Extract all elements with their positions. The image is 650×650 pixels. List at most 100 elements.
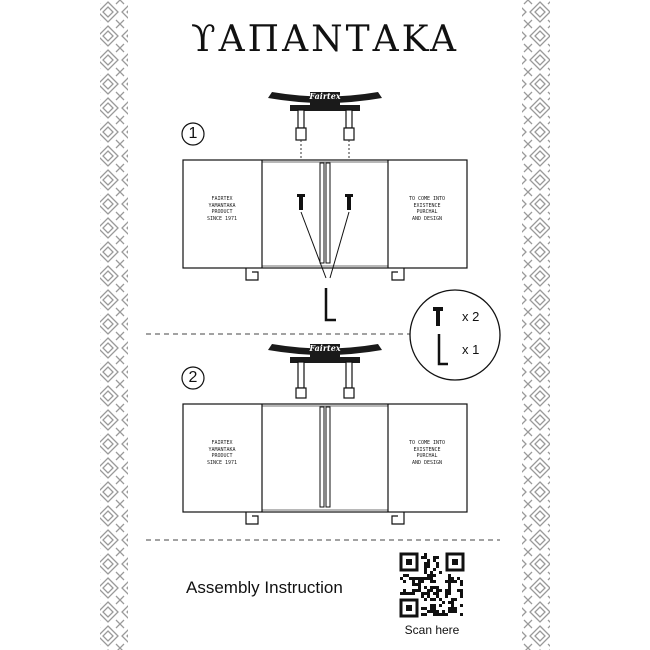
topper-logo: Fairtex bbox=[309, 343, 341, 353]
qr-module bbox=[430, 607, 433, 610]
qr-module bbox=[424, 565, 427, 568]
qr-module bbox=[454, 598, 457, 601]
screw-icon bbox=[433, 307, 443, 326]
qr-module bbox=[433, 607, 436, 610]
qr-module bbox=[448, 580, 451, 583]
qr-module bbox=[424, 562, 427, 565]
qr-module bbox=[412, 577, 415, 580]
qr-module bbox=[460, 595, 463, 598]
qr-module bbox=[424, 553, 427, 556]
qr-module bbox=[406, 574, 409, 577]
qr-module bbox=[421, 592, 424, 595]
qr-module bbox=[448, 610, 451, 613]
qr-module bbox=[451, 610, 454, 613]
screw-count: x 2 bbox=[462, 309, 480, 324]
qr-module bbox=[436, 592, 439, 595]
qr-module bbox=[427, 574, 430, 577]
qr-module bbox=[430, 604, 433, 607]
qr-module bbox=[427, 595, 430, 598]
qr-module bbox=[415, 589, 418, 592]
qr-module bbox=[442, 610, 445, 613]
qr-module bbox=[418, 589, 421, 592]
qr-module bbox=[442, 613, 445, 616]
step-2-number: 2 bbox=[188, 369, 198, 386]
qr-module bbox=[430, 610, 433, 613]
gate-topper bbox=[268, 92, 382, 141]
gate-topper bbox=[268, 344, 382, 399]
qr-module bbox=[451, 598, 454, 601]
cabinet bbox=[182, 159, 468, 269]
qr-module bbox=[430, 580, 433, 583]
qr-module bbox=[448, 577, 451, 580]
qr-module bbox=[448, 607, 451, 610]
step-2-number-circle bbox=[181, 366, 205, 390]
qr-module bbox=[460, 580, 463, 583]
qr-module bbox=[412, 583, 415, 586]
allen-key-icon bbox=[437, 334, 448, 366]
qr-module bbox=[436, 595, 439, 598]
qr-module bbox=[427, 592, 430, 595]
qr-module bbox=[424, 556, 427, 559]
qr-module bbox=[436, 562, 439, 565]
qr-module bbox=[421, 577, 424, 580]
qr-module bbox=[460, 592, 463, 595]
qr-module bbox=[427, 565, 430, 568]
qr-module bbox=[400, 577, 403, 580]
qr-module bbox=[433, 574, 436, 577]
qr-module bbox=[442, 601, 445, 604]
qr-module bbox=[460, 604, 463, 607]
qr-module bbox=[409, 592, 412, 595]
qr-module bbox=[406, 592, 409, 595]
qr-module bbox=[418, 586, 421, 589]
qr-caption: Scan here bbox=[404, 623, 460, 637]
qr-module bbox=[439, 589, 442, 592]
qr-module bbox=[424, 571, 427, 574]
qr-module bbox=[433, 613, 436, 616]
qr-module bbox=[433, 559, 436, 562]
qr-module bbox=[454, 580, 457, 583]
qr-module bbox=[436, 610, 439, 613]
qr-module bbox=[415, 583, 418, 586]
qr-module bbox=[415, 577, 418, 580]
qr-module bbox=[403, 592, 406, 595]
cabinet-feet bbox=[245, 268, 405, 281]
qr-module bbox=[421, 595, 424, 598]
parts-callout bbox=[409, 289, 501, 381]
qr-module bbox=[424, 577, 427, 580]
cabinet bbox=[182, 403, 468, 513]
qr-module bbox=[451, 577, 454, 580]
qr-module bbox=[445, 589, 448, 592]
qr-module bbox=[457, 589, 460, 592]
qr-module bbox=[418, 580, 421, 583]
qr-module bbox=[430, 586, 433, 589]
qr-module bbox=[445, 595, 448, 598]
qr-module bbox=[427, 610, 430, 613]
qr-module bbox=[460, 583, 463, 586]
qr-module bbox=[439, 604, 442, 607]
qr-module bbox=[439, 613, 442, 616]
qr-module bbox=[445, 580, 448, 583]
right-border-pattern bbox=[522, 0, 550, 650]
qr-module bbox=[433, 556, 436, 559]
step-1-number-circle bbox=[181, 122, 205, 146]
qr-module bbox=[427, 559, 430, 562]
qr-code bbox=[399, 552, 465, 618]
right-door-label: TO COME INTO EXISTENCE PURCHAL AND DESIG… bbox=[408, 196, 446, 222]
qr-module bbox=[460, 589, 463, 592]
qr-module bbox=[424, 613, 427, 616]
page-title: ϒAΠAΝΤAKA bbox=[190, 19, 460, 60]
qr-module bbox=[448, 589, 451, 592]
qr-module bbox=[448, 574, 451, 577]
qr-module bbox=[430, 577, 433, 580]
allen-key-count: x 1 bbox=[462, 342, 480, 357]
qr-module bbox=[412, 580, 415, 583]
qr-module bbox=[424, 607, 427, 610]
qr-module bbox=[445, 592, 448, 595]
qr-module bbox=[451, 601, 454, 604]
qr-module bbox=[427, 577, 430, 580]
qr-module bbox=[427, 562, 430, 565]
qr-module bbox=[448, 592, 451, 595]
qr-module bbox=[454, 607, 457, 610]
left-door-label: FAIRTEX YAMANTAKA PRODUCT SINCE 1971 bbox=[206, 440, 238, 466]
